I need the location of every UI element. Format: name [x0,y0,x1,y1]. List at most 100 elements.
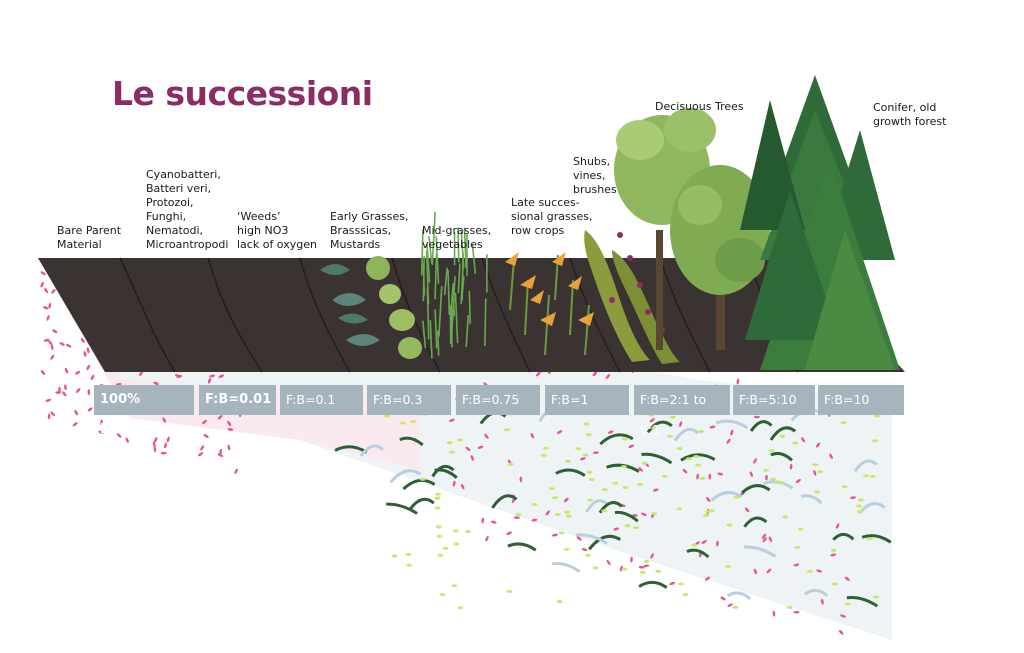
grass-blade [428,236,433,264]
organism-speck [794,545,801,549]
organism-speck [582,453,589,457]
organism-speck [465,530,472,534]
organism-speck [419,477,426,481]
stage-label-shrubs: Shubs, vines, brushes [573,155,617,196]
organism-speck [434,496,441,500]
fungal-hypha [804,588,829,597]
bacteria-mark [40,281,44,288]
bacteria-mark [46,315,50,321]
bacteria-mark [816,569,823,573]
bacteria-mark [535,371,541,377]
organism-speck [678,582,685,586]
bacteria-mark [86,364,91,371]
bacteria-mark [563,497,569,503]
organism-speck [782,515,789,519]
bacteria-mark [619,565,623,572]
organism-speck [399,421,406,425]
bacteria-mark [64,367,69,374]
organism-speck [558,531,565,535]
bacteria-mark [203,434,209,438]
fungal-hypha [800,494,823,505]
bacteria-mark [638,467,644,472]
organism-speck [586,498,593,502]
bacteria-mark [87,389,91,396]
organism-speck [383,414,390,418]
bacteria-mark [830,553,837,557]
organism-speck [506,589,513,593]
grass-blade [434,253,438,300]
organism-speck [863,474,870,478]
bacteria-mark [62,391,67,397]
fungal-hypha [861,534,892,544]
organism-speck [786,605,793,609]
bacteria-mark [163,442,167,449]
bacteria-mark [59,342,65,346]
organism-speck [439,593,446,597]
fungal-hypha [408,497,435,511]
grass-blade [452,276,456,302]
fungal-hypha [749,420,773,432]
bacteria-mark [42,306,49,310]
organism-speck [733,495,740,499]
organism-speck [391,554,398,558]
bacteria-mark [736,378,740,385]
soil-surface [38,258,905,372]
ratio-box-fb-10: F:B=10 [818,385,904,415]
bacteria-mark [844,576,850,581]
bacteria-mark [513,516,520,519]
bacteria-mark [52,329,58,334]
bacteria-mark [753,458,757,464]
fungal-hypha [576,533,608,545]
bacteria-mark [579,457,586,461]
bacteria-mark [768,536,773,543]
grass-blade [454,292,459,344]
bacteria-mark [682,468,688,474]
organism-speck [540,454,547,458]
organism-speck [869,475,876,479]
grass-blade [457,263,461,294]
grass-blade [460,276,465,305]
bacteria-mark [720,596,726,601]
organism-speck [435,492,442,496]
grass-blade [437,330,440,356]
bacteria-mark [219,448,223,455]
bacteria-mark [40,271,46,276]
bacteria-mark [793,610,800,614]
fungal-hypha [585,499,609,513]
organism-speck [451,584,458,588]
organism-speck [620,465,627,469]
bacteria-mark [490,520,497,524]
bacteria-mark [850,496,857,500]
organism-speck [702,513,709,517]
bacteria-mark [753,568,758,575]
bacteria-mark [50,411,56,417]
bacteria-mark [530,432,534,439]
organism-speck [639,570,646,574]
bacteria-mark [449,418,455,422]
stage-label-microorganisms: Cyanobatteri, Batteri veri, Protozoi, Fu… [146,168,229,251]
bacteria-mark [74,370,81,375]
organism-speck [564,510,571,514]
bacteria-mark [649,418,655,423]
organism-speck [762,468,769,472]
bacteria-mark [198,452,204,457]
organism-speck [841,485,848,489]
grass-blade [426,243,431,283]
stage-label-early-grasses: Early Grasses, Brasssicas, Mustards [330,210,409,251]
conifer-forest [740,75,900,370]
organism-speck [563,547,570,551]
organism-speck [637,482,644,486]
ratio-box-bacteria: 100% Batteri [94,385,194,437]
fungal-hypha [638,580,668,589]
grass-blade [422,263,426,296]
bacteria-mark [652,488,659,492]
organism-speck [585,433,592,437]
bacteria-mark [696,473,699,480]
grass-blade [426,287,430,340]
bacteria-mark [726,438,731,444]
stage-label-mid-grasses: Mid-grasses, vegetables [422,224,492,251]
bacteria-mark [153,381,159,386]
organism-speck [442,546,449,550]
bacteria-mark [717,472,724,476]
organism-speck [669,415,676,419]
